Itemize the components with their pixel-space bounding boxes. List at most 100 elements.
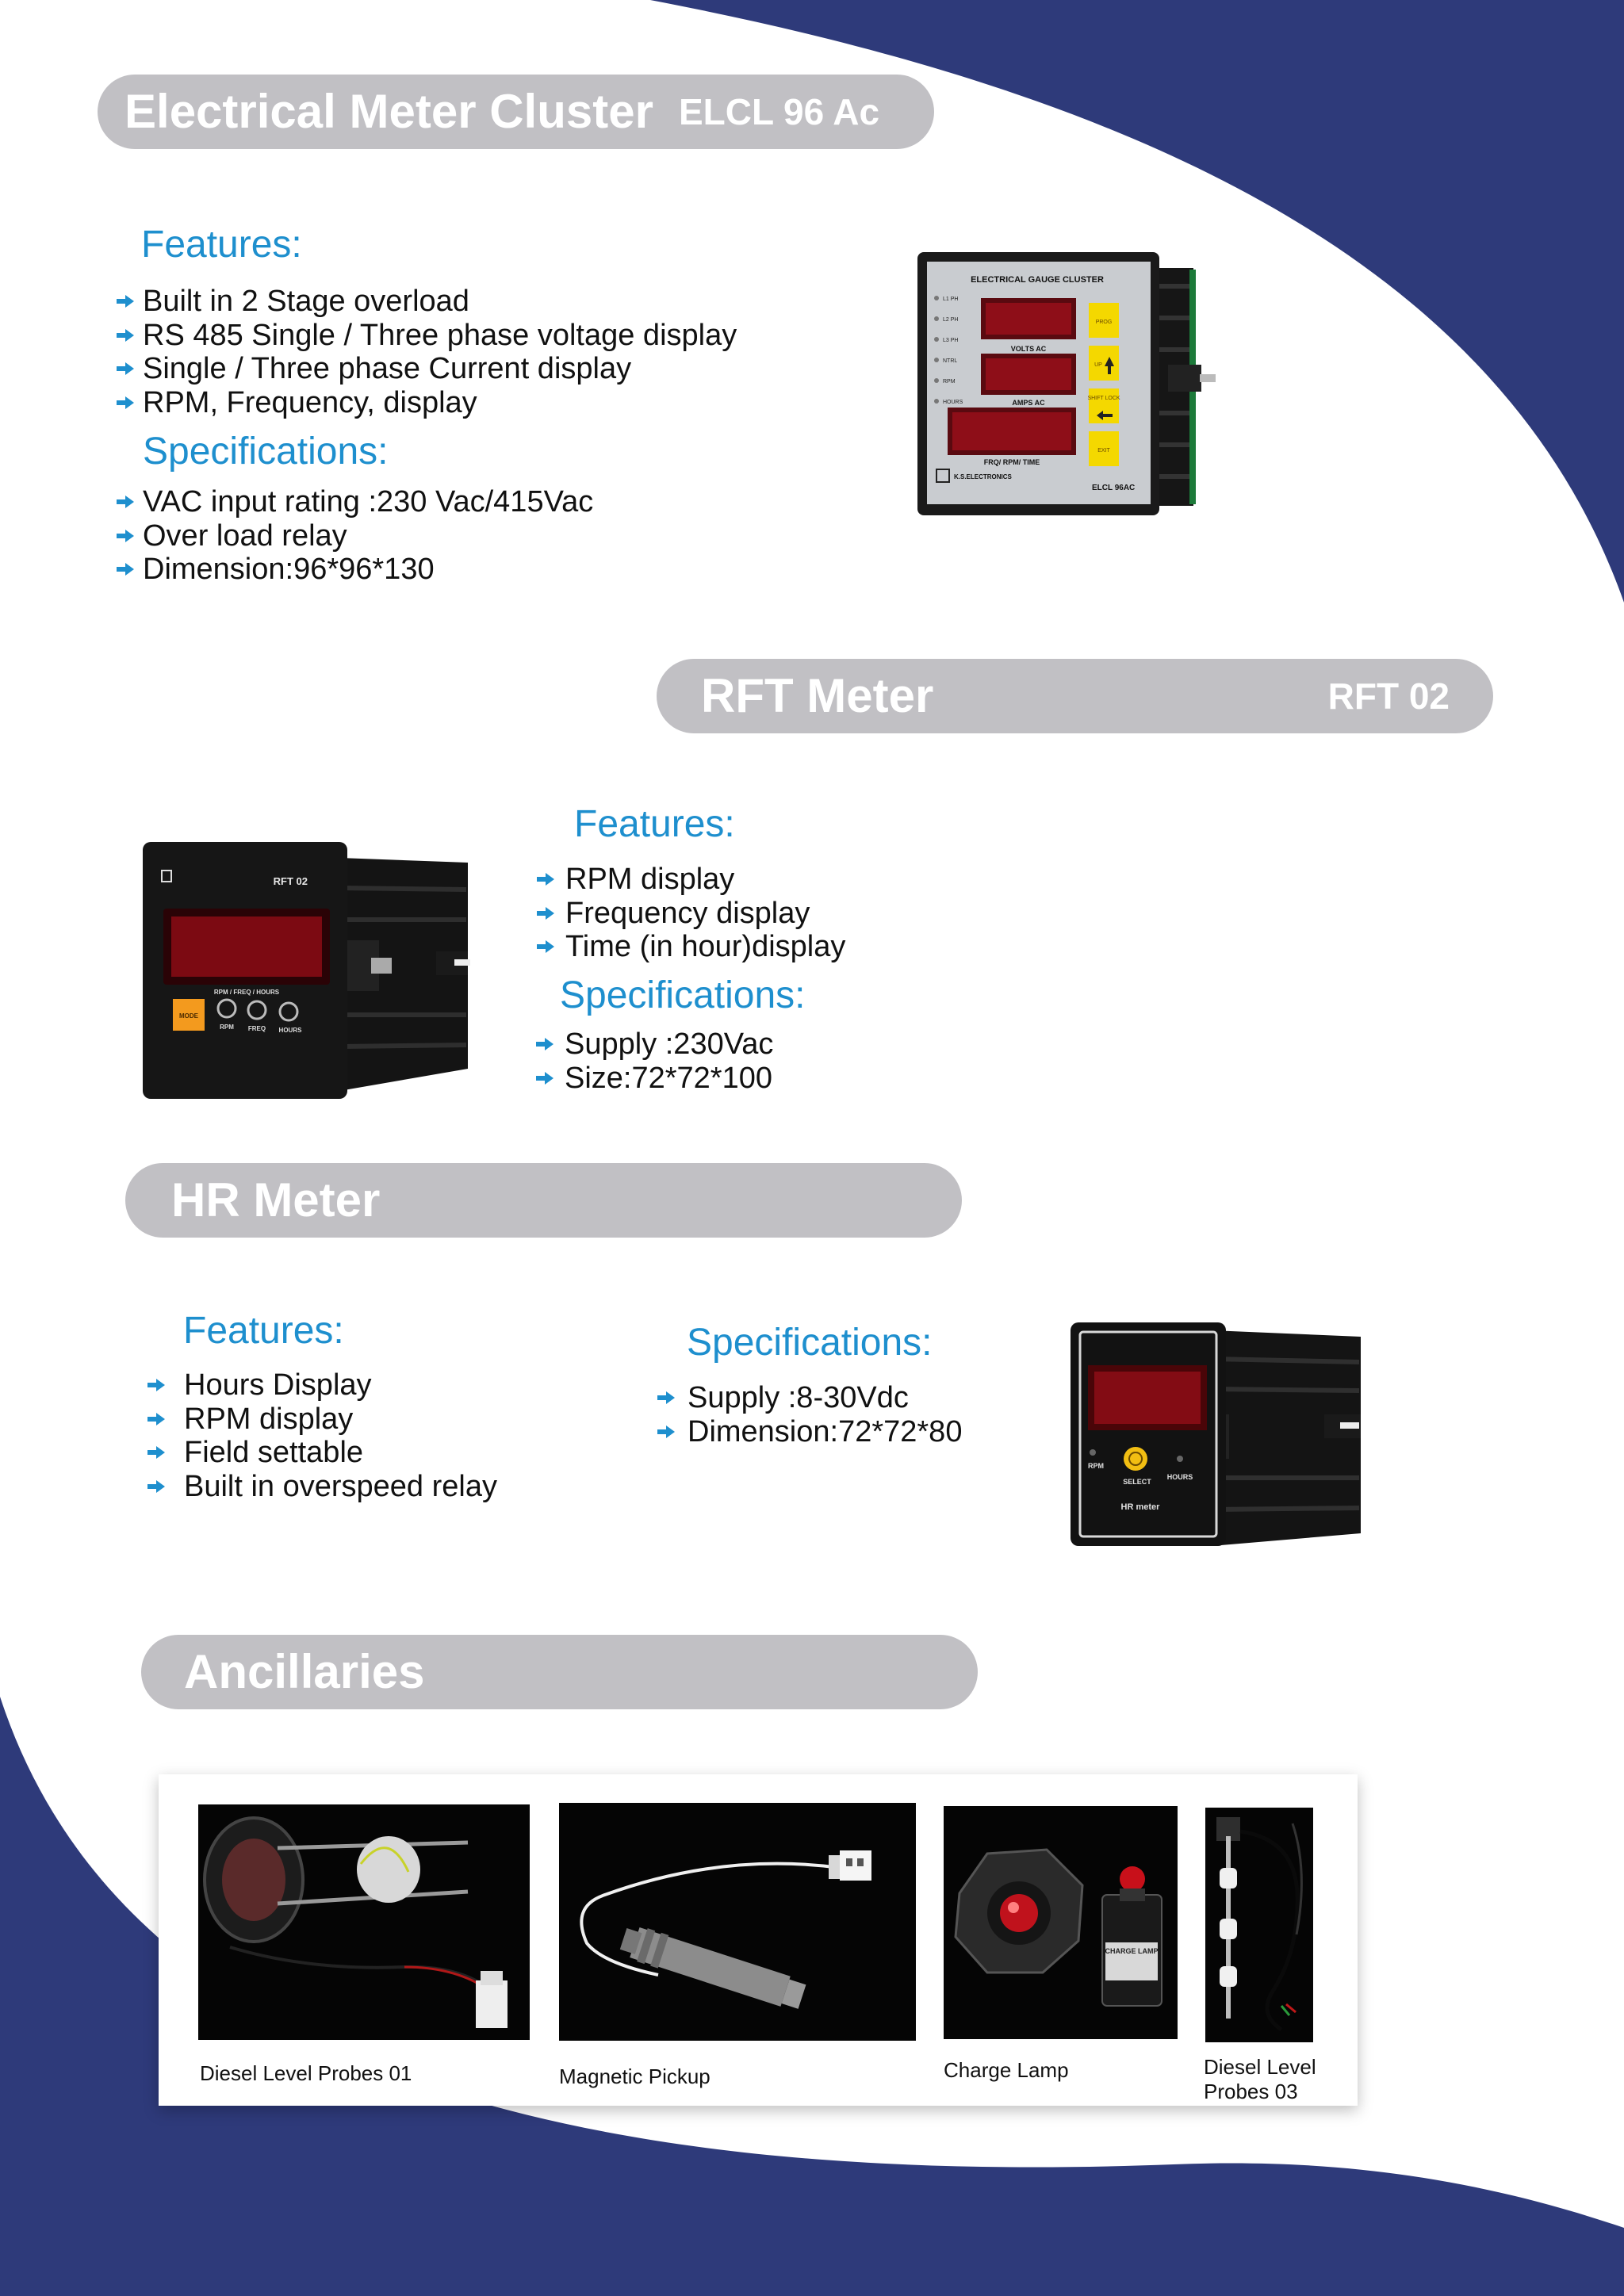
arrow-bullet-icon: [537, 863, 554, 896]
arrow-bullet-icon: [147, 1436, 165, 1469]
list-item: Supply :230Vac: [536, 1027, 773, 1062]
list-item: RPM display: [147, 1402, 497, 1437]
arrow-bullet-icon: [117, 519, 134, 553]
diesel-level-probe-01-image: [198, 1804, 530, 2040]
ancillaries-title: Ancillaries: [184, 1645, 425, 1698]
arrow-bullet-icon: [147, 1470, 165, 1503]
elcl-specs-heading: Specifications:: [143, 430, 389, 473]
svg-text:EXIT: EXIT: [1097, 448, 1110, 453]
rft-specs-heading: Specifications:: [560, 974, 806, 1016]
hr-title-pill: HR Meter: [125, 1163, 962, 1238]
anc-caption-diesel-level-probes-03: Diesel Level Probes 03: [1204, 2055, 1316, 2103]
svg-text:HOURS: HOURS: [943, 400, 963, 405]
arrow-bullet-icon: [117, 319, 134, 352]
ancillaries-card: CHARGE LAMP Diesel Level Probes 01 Magne…: [159, 1774, 1358, 2106]
arrow-bullet-icon: [117, 386, 134, 419]
svg-text:AMPS AC: AMPS AC: [1012, 399, 1045, 407]
diesel-level-probe-03-image: [1205, 1808, 1313, 2042]
svg-text:RPM: RPM: [943, 379, 956, 385]
elcl-title: Electrical Meter Cluster: [124, 85, 653, 138]
list-item: Frequency display: [537, 897, 845, 931]
arrow-bullet-icon: [657, 1415, 675, 1448]
list-item: Dimension:96*96*130: [117, 553, 593, 587]
hr-specs-list: Supply :8-30Vdc Dimension:72*72*80: [657, 1381, 962, 1449]
svg-text:HR meter: HR meter: [1121, 1502, 1161, 1512]
svg-text:HOURS: HOURS: [279, 1027, 303, 1034]
rft-features-heading: Features:: [574, 803, 735, 845]
elcl-features-list: Built in 2 Stage overload RS 485 Single …: [117, 285, 737, 420]
hr-features-list: Hours Display RPM display Field settable…: [147, 1368, 497, 1504]
arrow-bullet-icon: [117, 485, 134, 519]
rft-specs-list: Supply :230Vac Size:72*72*100: [536, 1027, 773, 1096]
list-item: Dimension:72*72*80: [657, 1415, 962, 1449]
rft-title: RFT Meter: [701, 669, 934, 722]
arrow-bullet-icon: [657, 1381, 675, 1414]
rft-title-pill: RFT Meter RFT 02: [657, 659, 1493, 733]
arrow-bullet-icon: [117, 553, 134, 586]
arrow-bullet-icon: [147, 1402, 165, 1436]
list-item: RPM display: [537, 863, 845, 897]
hr-title: HR Meter: [171, 1173, 381, 1226]
elcl-meter-image: ELECTRICAL GAUGE CLUSTER L1 PH L2 PH L3 …: [917, 252, 1216, 515]
arrow-bullet-icon: [536, 1062, 553, 1095]
rft-features-list: RPM display Frequency display Time (in h…: [537, 863, 845, 964]
arrow-bullet-icon: [537, 930, 554, 963]
svg-text:NTRL: NTRL: [943, 358, 957, 364]
hr-specs-heading: Specifications:: [687, 1322, 933, 1364]
anc-caption-magnetic-pickup: Magnetic Pickup: [559, 2064, 710, 2088]
svg-text:CHARGE LAMP: CHARGE LAMP: [1105, 1947, 1159, 1955]
hr-meter-image: RPM SELECT HOURS HR meter: [1071, 1322, 1361, 1546]
svg-text:RPM: RPM: [220, 1024, 234, 1031]
list-item: RPM, Frequency, display: [117, 386, 737, 420]
list-item: Size:72*72*100: [536, 1062, 773, 1096]
top-right-navy-swoosh: [650, 0, 1624, 603]
svg-text:HOURS: HOURS: [1167, 1473, 1193, 1481]
svg-text:RPM: RPM: [1088, 1462, 1104, 1470]
svg-text:UP: UP: [1094, 362, 1102, 368]
elcl-specs-list: VAC input rating :230 Vac/415Vac Over lo…: [117, 485, 593, 587]
rft-model: RFT 02: [1327, 675, 1450, 717]
list-item: Hours Display: [147, 1368, 497, 1402]
svg-text:K.S.ELECTRONICS: K.S.ELECTRONICS: [954, 473, 1013, 480]
list-item: Built in 2 Stage overload: [117, 285, 737, 319]
arrow-bullet-icon: [537, 897, 554, 930]
elcl-features-heading: Features:: [141, 224, 302, 266]
arrow-bullet-icon: [536, 1027, 553, 1061]
svg-text:RFT 02: RFT 02: [274, 875, 308, 887]
svg-text:SHIFT LOCK: SHIFT LOCK: [1087, 396, 1120, 401]
anc-caption-charge-lamp: Charge Lamp: [944, 2058, 1069, 2082]
arrow-bullet-icon: [117, 352, 134, 385]
elcl-model: ELCL 96 Ac: [678, 91, 880, 132]
svg-text:L1 PH: L1 PH: [943, 297, 958, 302]
svg-text:RPM / FREQ / HOURS: RPM / FREQ / HOURS: [214, 989, 280, 996]
list-item: Built in overspeed relay: [147, 1470, 497, 1504]
svg-text:PROG: PROG: [1096, 320, 1113, 325]
list-item: Field settable: [147, 1436, 497, 1470]
svg-text:FREQ: FREQ: [248, 1025, 266, 1032]
svg-text:L2 PH: L2 PH: [943, 317, 958, 323]
magnetic-pickup-image: [559, 1803, 916, 2041]
list-item: Over load relay: [117, 519, 593, 553]
hr-features-heading: Features:: [183, 1310, 344, 1352]
arrow-bullet-icon: [147, 1368, 165, 1402]
list-item: Single / Three phase Current display: [117, 352, 737, 386]
svg-text:L3 PH: L3 PH: [943, 338, 958, 343]
elcl-title-pill: Electrical Meter Cluster ELCL 96 Ac: [98, 75, 934, 149]
svg-text:SELECT: SELECT: [1123, 1478, 1151, 1486]
arrow-bullet-icon: [117, 285, 134, 318]
list-item: Supply :8-30Vdc: [657, 1381, 962, 1415]
list-item: RS 485 Single / Three phase voltage disp…: [117, 319, 737, 353]
charge-lamp-image: CHARGE LAMP: [944, 1806, 1178, 2039]
svg-text:FRQ/ RPM/ TIME: FRQ/ RPM/ TIME: [984, 458, 1040, 466]
list-item: Time (in hour)display: [537, 930, 845, 964]
anc-caption-diesel-level-probes-01: Diesel Level Probes 01: [200, 2061, 412, 2085]
list-item: VAC input rating :230 Vac/415Vac: [117, 485, 593, 519]
svg-text:ELCL 96AC: ELCL 96AC: [1092, 484, 1135, 492]
svg-text:MODE: MODE: [179, 1012, 199, 1020]
ancillaries-title-pill: Ancillaries: [141, 1635, 978, 1709]
svg-text:VOLTS AC: VOLTS AC: [1011, 345, 1047, 353]
rft-meter-image: RFT 02 RPM / FREQ / HOURS MODE RPM FREQ …: [143, 842, 470, 1099]
bottom-left-navy-swoosh: [0, 1697, 1624, 2296]
elcl-panel-title: ELECTRICAL GAUGE CLUSTER: [971, 275, 1104, 285]
